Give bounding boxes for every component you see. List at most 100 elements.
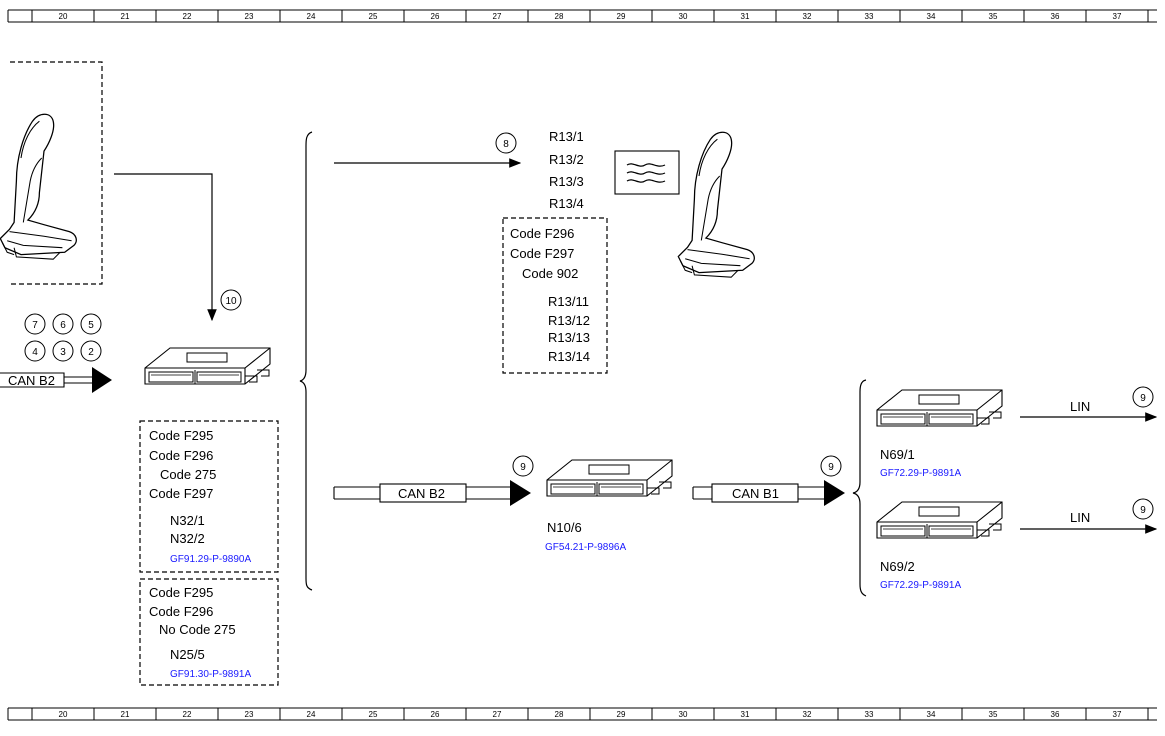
n69-2-label: N69/2 — [880, 559, 915, 574]
doc-ref-link[interactable]: GF91.30-P-9891A — [170, 669, 251, 680]
n10-6-label: N10/6 — [547, 520, 582, 535]
circle-ref-10-label: 10 — [225, 296, 237, 307]
ruler-number: 24 — [307, 12, 316, 21]
n69-1-label: N69/1 — [880, 447, 915, 462]
ruler-number: 28 — [555, 12, 564, 21]
r13-labels: R13/1 R13/2 R13/3 R13/4 — [549, 129, 584, 211]
ruler-number: 23 — [245, 12, 254, 21]
ruler-number: 20 — [59, 710, 68, 719]
circle-2: 2 — [88, 347, 94, 358]
n32-module-icon — [144, 347, 271, 385]
can-b2-left-label: CAN B2 — [8, 373, 55, 388]
circle-ref-9-label: 9 — [1140, 393, 1146, 404]
ruler-number: 31 — [741, 12, 750, 21]
doc-ref-link[interactable]: GF72.29-P-9891A — [880, 468, 961, 479]
circle-ref-8-label: 8 — [503, 139, 509, 150]
ruler-number: 35 — [989, 710, 998, 719]
code-label: Code 275 — [160, 467, 216, 482]
circle-ref-9-label: 9 — [828, 462, 834, 473]
ruler-number: 28 — [555, 710, 564, 719]
signal-arrow — [114, 173, 217, 322]
doc-ref-link[interactable]: GF54.21-P-9896A — [545, 542, 626, 553]
r13-label: R13/13 — [548, 330, 590, 345]
seat-icon — [0, 113, 77, 260]
circle-6: 6 — [60, 320, 66, 331]
circle-ref-8 — [495, 132, 517, 154]
code-label: Code F297 — [149, 486, 213, 501]
circle-ref-9 — [820, 455, 842, 477]
code-label: Code F297 — [510, 246, 574, 261]
ruler-number: 37 — [1113, 710, 1122, 719]
code-label: Code F296 — [510, 226, 574, 241]
r13-label: R13/4 — [549, 196, 584, 211]
circle-7: 7 — [32, 320, 38, 331]
ruler-number: 22 — [183, 12, 192, 21]
r13-label: R13/1 — [549, 129, 584, 144]
ruler-number: 25 — [369, 12, 378, 21]
circle-ref-9 — [1132, 386, 1154, 408]
ruler-number: 29 — [617, 12, 626, 21]
code-label: Code F296 — [149, 448, 213, 463]
n10-6-module-icon — [546, 459, 673, 497]
n69-2-module-icon — [876, 501, 1003, 539]
code-label: Code 902 — [522, 266, 578, 281]
can-b1-label: CAN B1 — [732, 486, 779, 501]
ruler-number: 34 — [927, 12, 936, 21]
code-label: Code F295 — [149, 428, 213, 443]
ruler-number: 32 — [803, 710, 812, 719]
lin-label: LIN — [1070, 510, 1090, 525]
ruler-number: 31 — [741, 710, 750, 719]
ruler-number: 26 — [431, 12, 440, 21]
bus-brace — [299, 131, 313, 591]
circle-ref-9 — [1132, 498, 1154, 520]
ruler-number: 32 — [803, 12, 812, 21]
n69-1-module-icon — [876, 389, 1003, 427]
part-label: N25/5 — [170, 647, 205, 662]
ruler-number: 27 — [493, 710, 502, 719]
ruler-number: 35 — [989, 12, 998, 21]
ruler-number: 21 — [121, 710, 130, 719]
doc-ref-link[interactable]: GF72.29-P-9891A — [880, 580, 961, 591]
circle-ref-9-label: 9 — [1140, 505, 1146, 516]
n25-code-box: Code F295 Code F296 No Code 275 N25/5 GF… — [139, 578, 279, 686]
seat-icon — [677, 131, 755, 278]
r13-label: R13/2 — [549, 152, 584, 167]
left-seat-frame — [0, 61, 103, 285]
lin-label: LIN — [1070, 399, 1090, 414]
connector-circles: 7 6 5 4 3 2 — [24, 313, 102, 362]
ruler-number: 33 — [865, 710, 874, 719]
can-b2-left-bus: CAN B2 — [0, 367, 112, 393]
ruler-number: 25 — [369, 710, 378, 719]
code-label: Code F296 — [149, 604, 213, 619]
ruler-number: 36 — [1051, 12, 1060, 21]
circle-4: 4 — [32, 347, 38, 358]
circle-ref-9-label: 9 — [520, 462, 526, 473]
circle-ref-9 — [512, 455, 534, 477]
ruler-number: 23 — [245, 710, 254, 719]
circle-5: 5 — [88, 320, 94, 331]
ruler-number: 30 — [679, 12, 688, 21]
ruler-number: 27 — [493, 12, 502, 21]
heater-element-icon — [614, 150, 680, 195]
ruler-number: 36 — [1051, 710, 1060, 719]
ruler-number: 37 — [1113, 12, 1122, 21]
r13-label: R13/12 — [548, 313, 590, 328]
part-label: N32/2 — [170, 531, 205, 546]
ruler-number: 24 — [307, 710, 316, 719]
ruler-number: 30 — [679, 710, 688, 719]
n32-code-box: Code F295 Code F296 Code 275 Code F297 N… — [139, 420, 279, 573]
code-label: Code F295 — [149, 585, 213, 600]
part-label: N32/1 — [170, 513, 205, 528]
r13-label: R13/14 — [548, 349, 590, 364]
ruler-number: 21 — [121, 12, 130, 21]
ruler-number: 34 — [927, 710, 936, 719]
ruler-number: 29 — [617, 710, 626, 719]
can-b1-bus: CAN B1 — [692, 480, 845, 506]
circle-ref-10 — [220, 289, 242, 311]
right-brace — [852, 379, 867, 597]
doc-ref-link[interactable]: GF91.29-P-9890A — [170, 554, 251, 565]
can-b2-middle-label: CAN B2 — [398, 486, 445, 501]
